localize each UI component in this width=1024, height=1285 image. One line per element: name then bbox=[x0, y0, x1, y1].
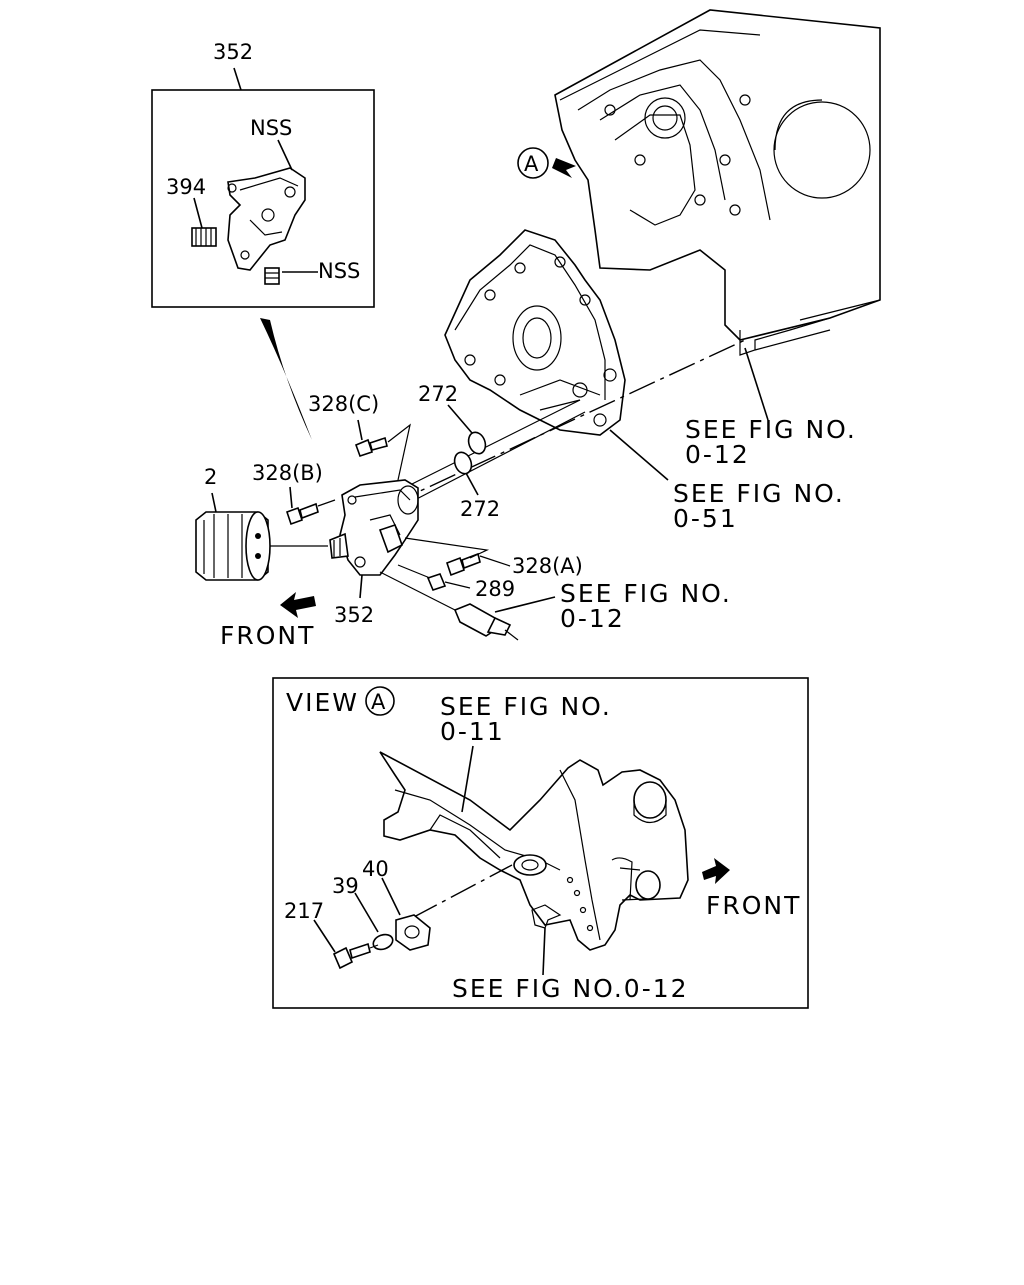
callout-2: 2 bbox=[204, 465, 217, 489]
see-fig-012-sensor-line1: SEE FIG NO. bbox=[560, 579, 732, 608]
callout-289: 289 bbox=[475, 577, 515, 601]
front-label-view: FRONT bbox=[706, 891, 801, 920]
callout-272-upper: 272 bbox=[418, 382, 458, 406]
callout-328a: 328(A) bbox=[512, 554, 583, 578]
see-fig-011-line2: 0-11 bbox=[440, 717, 505, 746]
leader-see-051 bbox=[609, 429, 669, 481]
callout-352-inset: 352 bbox=[213, 40, 253, 64]
callout-39: 39 bbox=[332, 874, 359, 898]
oil-filter bbox=[195, 492, 271, 581]
front-arrow-main bbox=[280, 592, 316, 618]
see-fig-011-line1: SEE FIG NO. bbox=[440, 692, 612, 721]
view-a-title-letter: A bbox=[371, 690, 386, 714]
see-fig-012-right-line2: 0-12 bbox=[685, 440, 750, 469]
bolt-328c bbox=[354, 419, 411, 481]
engine-block bbox=[554, 9, 881, 356]
callout-nss-side: NSS bbox=[318, 259, 360, 283]
view-a-box: VIEW A SEE FIG NO. 0-11 217 39 40 FRONT … bbox=[272, 677, 809, 1009]
view-a-marker-letter: A bbox=[524, 152, 539, 176]
see-fig-012-right-line1: SEE FIG NO. bbox=[685, 415, 857, 444]
o-ring-272-lower bbox=[453, 451, 473, 475]
bolt-328a bbox=[404, 537, 511, 577]
callout-nss-top: NSS bbox=[250, 116, 292, 140]
inset-pointer bbox=[260, 318, 312, 440]
inset-352-box bbox=[151, 67, 375, 308]
callout-217: 217 bbox=[284, 899, 324, 923]
oil-pressure-sensor bbox=[379, 571, 556, 641]
see-fig-012-sensor-line2: 0-12 bbox=[560, 604, 625, 633]
callout-328b: 328(B) bbox=[252, 461, 323, 485]
callout-394: 394 bbox=[166, 175, 206, 199]
see-fig-051-line1: SEE FIG NO. bbox=[673, 479, 845, 508]
alignment-line bbox=[389, 339, 746, 506]
callout-272-lower: 272 bbox=[460, 497, 500, 521]
filter-adapter bbox=[329, 479, 419, 576]
front-label-main: FRONT bbox=[220, 621, 315, 650]
o-ring-272-upper bbox=[467, 431, 487, 455]
view-a-marker: A bbox=[517, 147, 576, 179]
callout-328c: 328(C) bbox=[308, 392, 379, 416]
plug-289 bbox=[426, 573, 447, 591]
leader-see-012-right bbox=[744, 347, 769, 421]
bolt-328b bbox=[285, 486, 336, 526]
view-a-title: VIEW bbox=[286, 688, 359, 717]
callout-352-bottom: 352 bbox=[334, 603, 374, 627]
callout-40: 40 bbox=[362, 857, 389, 881]
oil-pump-cover bbox=[444, 229, 626, 436]
see-fig-012-bottom: SEE FIG NO.0-12 bbox=[452, 974, 689, 1003]
see-fig-051-line2: 0-51 bbox=[673, 504, 738, 533]
